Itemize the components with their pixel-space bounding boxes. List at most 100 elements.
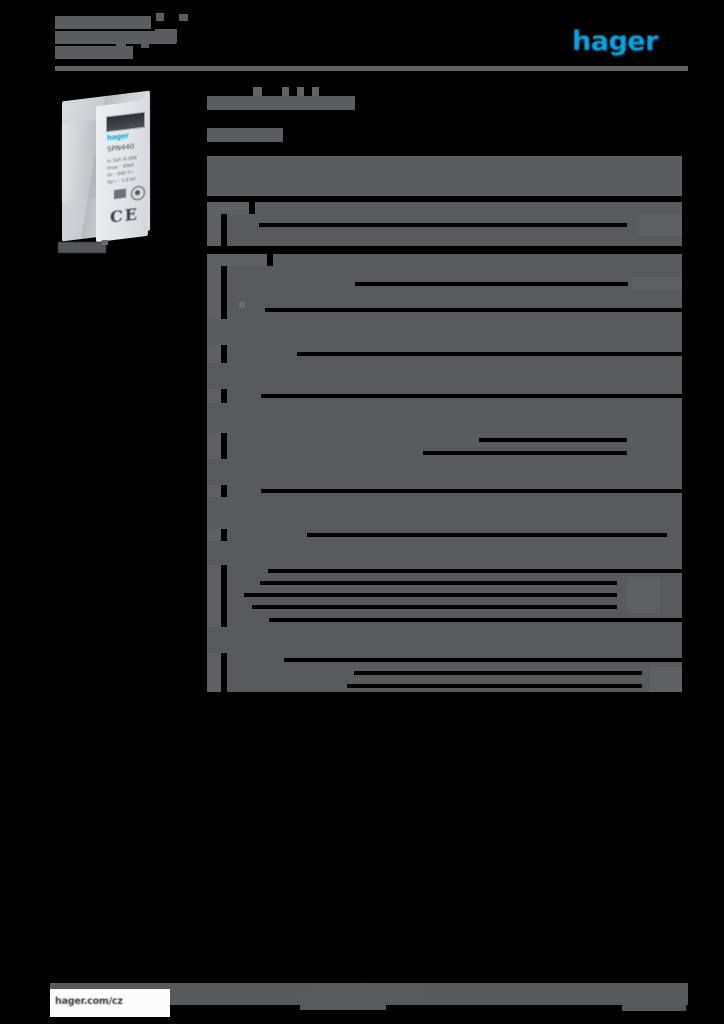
row-body-redacted — [227, 433, 682, 446]
page-footer: hager.com/cz — [0, 975, 724, 1024]
row-value-gap — [307, 533, 667, 537]
row-body-redacted — [273, 254, 682, 266]
row-value-gap — [354, 671, 642, 675]
row-label-redacted — [207, 601, 221, 613]
header-text-block — [116, 43, 126, 49]
page-title-redacted — [207, 96, 355, 110]
header-text-block — [55, 16, 151, 29]
row-value-gap — [265, 308, 682, 312]
row-label-redacted — [207, 613, 221, 627]
row-label-redacted — [207, 653, 221, 667]
row-body-redacted — [255, 202, 682, 214]
header-text-block — [155, 29, 177, 43]
table-band — [207, 403, 682, 433]
product-caption-redacted — [58, 242, 106, 253]
row-value-gap — [355, 282, 628, 286]
row-label-redacted — [207, 254, 267, 266]
product-image: hager SPN440 In 1kA Al DIN Imax : 40kA U… — [50, 86, 185, 256]
table-row — [207, 202, 682, 214]
page-header: hager — [0, 0, 724, 78]
header-rule — [55, 66, 688, 71]
table-row — [207, 613, 682, 627]
product-title-block — [207, 86, 682, 130]
row-label-redacted — [207, 485, 221, 497]
table-row — [207, 577, 682, 589]
table-row — [207, 529, 682, 541]
row-body-redacted — [227, 236, 682, 246]
row-bullet-icon — [239, 302, 245, 308]
header-title-redacted — [55, 12, 205, 62]
row-value-gap — [297, 352, 682, 356]
row-label-redacted — [207, 345, 221, 363]
header-text-block — [55, 46, 133, 59]
row-label-redacted — [207, 433, 221, 446]
row-label-redacted — [207, 446, 221, 459]
row-value-tail — [650, 679, 682, 692]
ce-mark-icon: CE — [110, 204, 139, 227]
footer-text-block — [370, 997, 380, 1007]
footer-text-block — [340, 983, 349, 990]
main-content — [207, 86, 682, 692]
table-row — [207, 459, 682, 485]
row-label-redacted — [207, 577, 221, 589]
header-text-block — [179, 14, 188, 21]
table-row — [207, 653, 682, 667]
table-row — [207, 345, 682, 363]
table-row — [207, 679, 682, 692]
footer-url-box[interactable]: hager.com/cz — [50, 989, 170, 1017]
table-row — [207, 266, 682, 277]
row-label-redacted — [207, 202, 249, 214]
row-label-redacted — [207, 301, 221, 319]
row-value-gap — [269, 618, 682, 622]
table-row — [207, 601, 682, 613]
page-subtitle-redacted — [207, 128, 283, 142]
row-label-redacted — [207, 679, 221, 692]
row-label-redacted — [207, 529, 221, 541]
hager-logo: hager — [572, 26, 658, 57]
header-text-block — [156, 13, 164, 21]
kema-mark-icon — [114, 188, 126, 200]
product-caption-marker — [102, 240, 108, 245]
title-ascender — [312, 87, 319, 96]
row-label-redacted — [207, 277, 221, 290]
table-band — [207, 319, 682, 345]
table-row — [207, 319, 682, 345]
table-row — [207, 497, 682, 529]
row-value-tail — [627, 577, 660, 589]
product-side-vents — [62, 119, 98, 203]
header-text-block — [55, 31, 176, 44]
table-row — [207, 433, 682, 446]
footer-url-label: hager.com/cz — [55, 996, 123, 1007]
row-body-redacted — [227, 266, 682, 277]
table-row — [207, 446, 682, 459]
title-ascender — [282, 87, 289, 96]
row-value-tail — [627, 601, 660, 613]
footer-text-block — [300, 997, 386, 1010]
row-value-gap — [423, 451, 627, 455]
table-row — [207, 363, 682, 389]
row-value-gap — [259, 223, 627, 227]
table-row — [207, 156, 682, 196]
table-row — [207, 236, 682, 246]
table-band — [207, 363, 682, 389]
row-value-gap — [284, 658, 682, 662]
title-ascender — [253, 87, 262, 96]
row-value-gap — [244, 593, 617, 597]
row-label-redacted — [207, 589, 221, 601]
table-header-band — [207, 156, 682, 196]
table-row — [207, 541, 682, 565]
row-label-redacted — [207, 214, 221, 236]
row-label-redacted — [207, 290, 221, 301]
table-row — [207, 589, 682, 601]
header-text-block — [141, 42, 149, 48]
row-value-gap — [268, 569, 682, 573]
row-label-redacted — [207, 266, 221, 277]
table-band — [207, 541, 682, 565]
row-value-gap — [261, 489, 682, 493]
table-band — [207, 497, 682, 529]
title-ascender — [297, 87, 304, 96]
table-row — [207, 254, 682, 266]
table-row — [207, 627, 682, 653]
row-label-redacted — [207, 667, 221, 679]
